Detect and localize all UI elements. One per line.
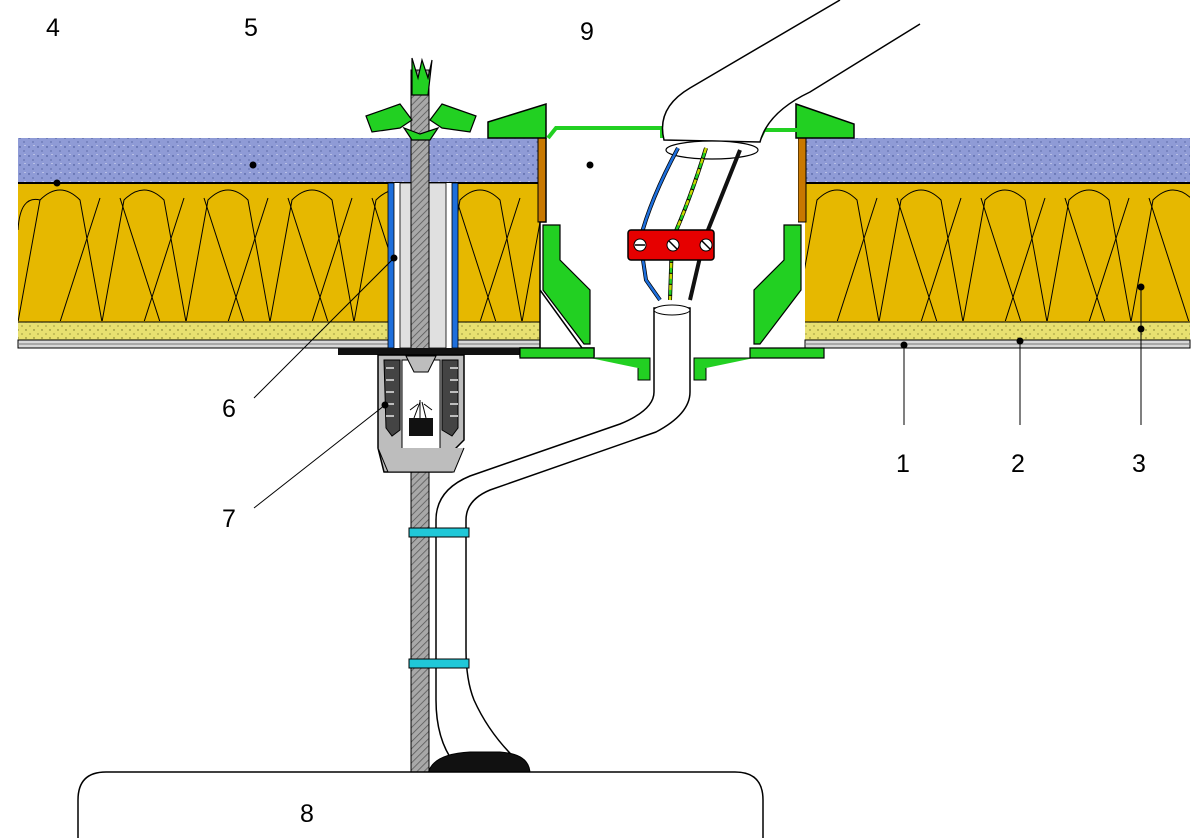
terminal-block [627, 229, 715, 261]
screed-layer-left [18, 138, 540, 183]
supply-cable [661, 0, 921, 143]
cable-clip-upper [408, 527, 470, 538]
toggle-anchor [365, 57, 477, 141]
canopy [377, 354, 465, 473]
insulation-layer-left [18, 184, 540, 322]
callout-6: 6 [222, 395, 236, 423]
callout-3: 3 [1132, 450, 1146, 478]
cable-clip-lower [408, 658, 470, 669]
mounting-plate [338, 348, 528, 355]
wood-frame-left [537, 137, 547, 223]
insulation-layer-right [805, 184, 1190, 322]
callout-labels: 4 5 9 6 7 1 2 3 8 [46, 14, 1146, 828]
callout-4: 4 [46, 14, 60, 42]
callout-7: 7 [222, 505, 236, 533]
callout-1: 1 [896, 450, 910, 478]
leader-lines [53, 161, 1145, 509]
screed-layer-right [805, 138, 1190, 183]
wood-frame-right [797, 137, 807, 223]
callout-5: 5 [244, 14, 258, 42]
soundproof-layer-right [805, 322, 1190, 340]
ceiling-layers-left [17, 138, 541, 349]
ceiling-layers-right [804, 138, 1191, 349]
lamp-cable [435, 307, 691, 771]
soundproof-layer-left [18, 322, 540, 340]
callout-8: 8 [300, 800, 314, 828]
cable-gland [427, 751, 531, 775]
lamp-housing [77, 771, 764, 838]
callout-9: 9 [580, 18, 594, 46]
callout-2: 2 [1011, 450, 1025, 478]
insulation-pattern-right [805, 189, 1190, 321]
